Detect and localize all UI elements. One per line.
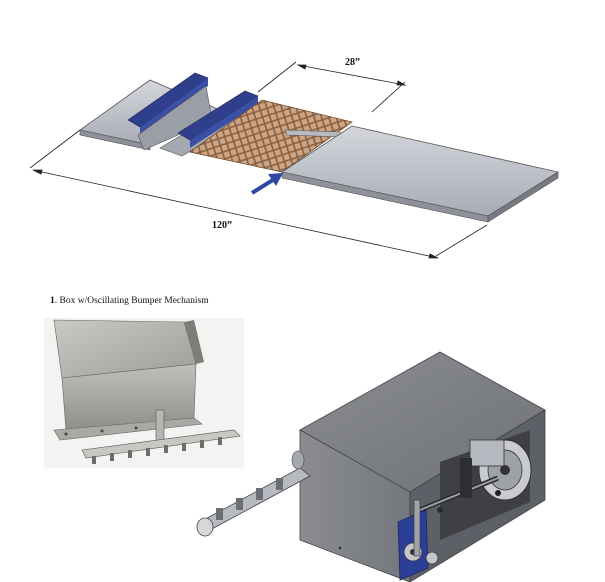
- long-deck-plate: [280, 125, 560, 223]
- width-dimension-label: 28”: [345, 57, 360, 68]
- center-guide-rail: [159, 90, 263, 157]
- caption-number: 1: [50, 296, 55, 306]
- blue-motor: [397, 509, 429, 581]
- left-guide-rail: [127, 72, 213, 151]
- length-dimension-label: 120”: [212, 220, 232, 231]
- deck-assembly-diagram: [29, 61, 560, 259]
- box-photo: [44, 318, 244, 468]
- length-dimension: [29, 129, 488, 259]
- mesh-grate: [189, 99, 353, 173]
- caption-text: . Box w/Oscillating Bumper Mechanism: [54, 296, 209, 306]
- width-dimension: [257, 61, 407, 113]
- figure-caption: 1. Box w/Oscillating Bumper Mechanism: [50, 296, 209, 306]
- insertion-arrow-icon: [250, 173, 283, 195]
- bumper-bar: [196, 450, 311, 537]
